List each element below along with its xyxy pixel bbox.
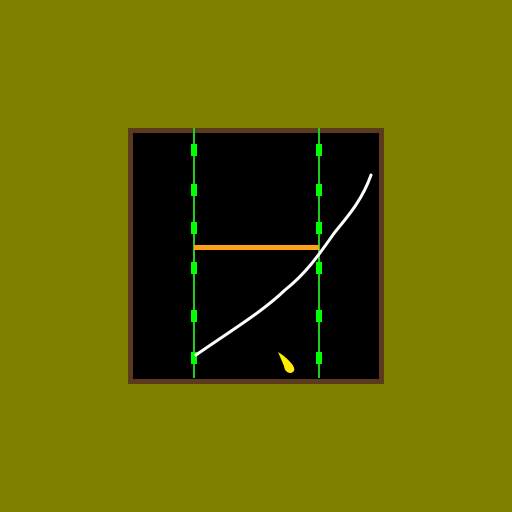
left-rail-marker xyxy=(191,144,197,156)
left-rail-marker xyxy=(191,352,197,364)
left-rail-marker xyxy=(191,222,197,234)
right-rail-marker xyxy=(316,222,322,234)
left-rail-marker xyxy=(191,184,197,196)
right-rail-marker xyxy=(316,352,322,364)
right-rail-marker xyxy=(316,144,322,156)
horizontal-bar[interactable] xyxy=(194,245,319,250)
left-rail-marker xyxy=(191,262,197,274)
left-rail-marker xyxy=(191,310,197,322)
arena[interactable] xyxy=(133,133,379,379)
right-rail-marker xyxy=(316,262,322,274)
curve-trail xyxy=(194,173,373,357)
left-rail xyxy=(191,128,197,378)
right-rail-marker xyxy=(316,310,322,322)
right-rail-marker xyxy=(316,184,322,196)
ball[interactable] xyxy=(278,352,295,373)
